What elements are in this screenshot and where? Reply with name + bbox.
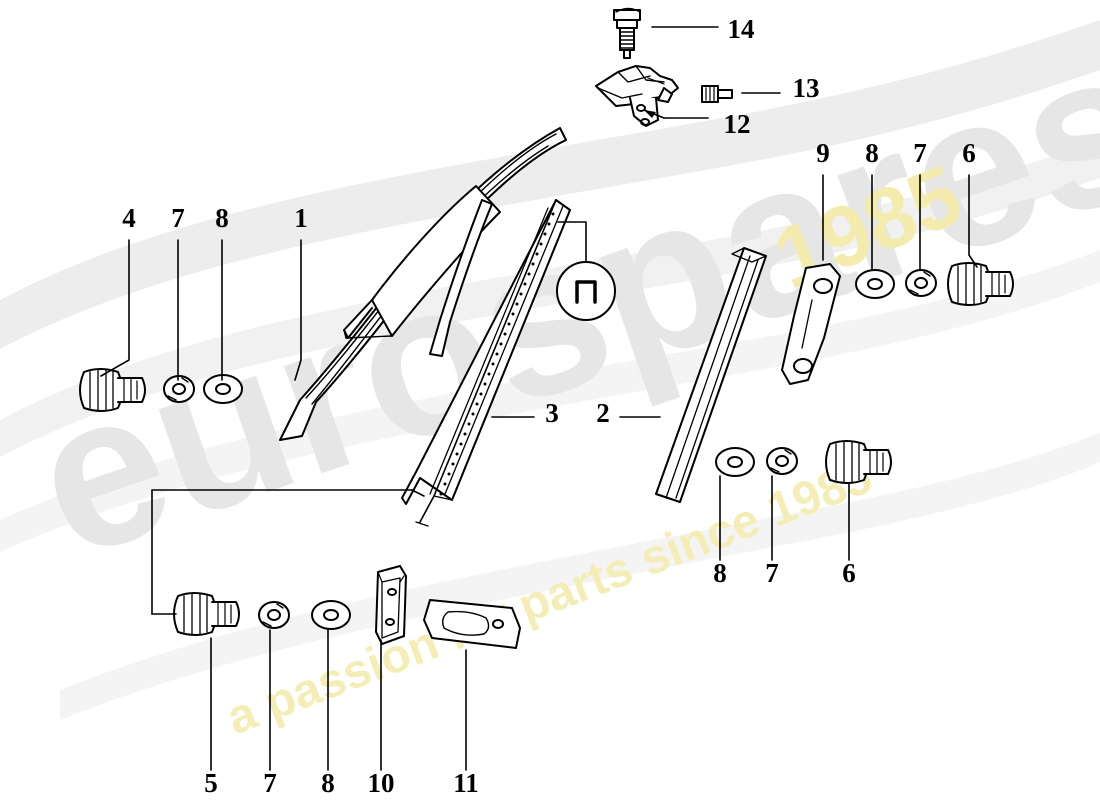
callout-13: 13 xyxy=(792,73,820,103)
callout-7-left: 7 xyxy=(171,203,185,233)
leader-lines xyxy=(100,174,978,771)
callout-9: 9 xyxy=(816,138,830,168)
part-8-washer-mid-right xyxy=(715,447,755,477)
leader-note xyxy=(557,221,587,263)
callout-1: 1 xyxy=(294,203,308,233)
part-8-washer-top-right xyxy=(855,269,895,299)
part-7-spring-washer-left xyxy=(163,375,195,403)
callout-11: 11 xyxy=(453,768,479,798)
callout-12: 12 xyxy=(723,109,751,139)
part-8-washer-left xyxy=(203,374,243,404)
part-8-washer-bottom xyxy=(311,600,351,630)
callout-8-bottom: 8 xyxy=(321,768,335,798)
part-14-screw xyxy=(613,7,641,59)
callout-7-top-right: 7 xyxy=(913,138,927,168)
callout-2: 2 xyxy=(596,398,610,428)
callout-4: 4 xyxy=(122,203,136,233)
part-4-bolt-left xyxy=(79,368,146,412)
part-7-spring-washer-mid-right xyxy=(766,447,798,475)
part-6-bolt-mid-right xyxy=(825,440,892,484)
part-6-bolt-top-right xyxy=(947,262,1014,306)
callout-8-left: 8 xyxy=(215,203,229,233)
part-9-link-plate xyxy=(781,263,841,385)
part-1-window-frame xyxy=(279,127,567,441)
part-10-bracket xyxy=(375,565,407,645)
callout-5: 5 xyxy=(204,768,218,798)
callout-8-mid-right: 8 xyxy=(713,558,727,588)
part-11-plate xyxy=(423,599,521,649)
callout-7-mid-right: 7 xyxy=(765,558,779,588)
part-12-bracket xyxy=(595,65,679,127)
callout-14: 14 xyxy=(727,14,755,44)
part-13-bolt xyxy=(701,85,733,103)
callout-3: 3 xyxy=(545,398,559,428)
part-3-seal-strip xyxy=(401,199,571,527)
callout-6-top-right: 6 xyxy=(962,138,976,168)
part-5-bolt-bottom xyxy=(173,592,240,636)
note-circle xyxy=(556,261,616,321)
part-7-spring-washer-bottom xyxy=(258,601,290,629)
callout-7-bottom: 7 xyxy=(263,768,277,798)
callout-8-top-right: 8 xyxy=(865,138,879,168)
callout-10: 10 xyxy=(367,768,395,798)
part-2-channel xyxy=(655,247,767,503)
part-7-spring-washer-top-right xyxy=(905,269,937,297)
callout-6-mid-right: 6 xyxy=(842,558,856,588)
